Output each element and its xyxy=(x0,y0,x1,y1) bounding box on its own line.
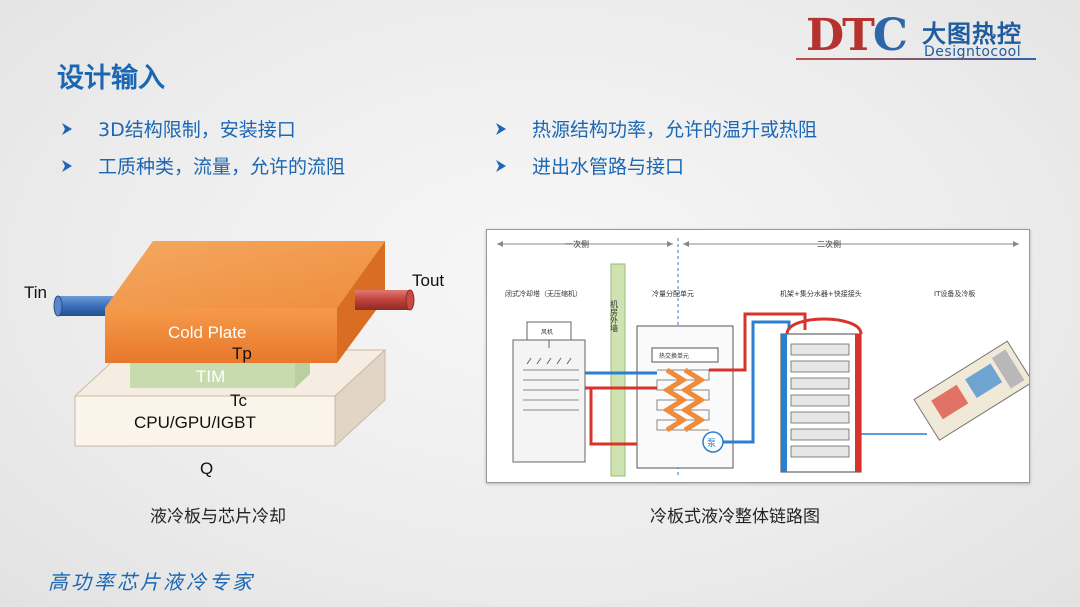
rack-return-arc xyxy=(785,317,863,335)
bullet-text: 工质种类，流量，允许的流阻 xyxy=(98,156,346,178)
logo-letter-t: T xyxy=(842,10,875,61)
arrow-bullet-icon xyxy=(496,122,506,135)
primary-side-label: 一次侧 xyxy=(565,239,589,249)
bullet-text: 进出水管路与接口 xyxy=(532,156,685,178)
company-logo: DTC 大图热控 Designtocool xyxy=(806,8,1046,66)
cdu-label: 冷量分配单元 xyxy=(652,289,694,298)
chip-front-face xyxy=(74,395,336,447)
arrow-bullet-icon xyxy=(62,159,72,172)
inlet-pipe-end xyxy=(53,295,63,317)
server-slot xyxy=(790,394,850,407)
bullet-text: 热源结构功率，允许的温升或热阻 xyxy=(532,119,818,141)
tim-front-face xyxy=(130,360,295,388)
outlet-pipe-end xyxy=(405,289,415,311)
primary-arrow-right-head xyxy=(667,241,673,247)
server-slot xyxy=(790,360,850,373)
it-equipment-label: IT设备及冷板 xyxy=(934,289,975,298)
tc-label: Tc xyxy=(230,391,248,410)
arrow-bullet-icon xyxy=(496,159,506,172)
server-slot xyxy=(790,343,850,356)
bullet-item: 工质种类，流量，允许的流阻 xyxy=(60,152,345,179)
logo-letters: DTC xyxy=(806,10,908,61)
heat-exchanger-label: 热交换单元 xyxy=(659,352,689,360)
secondary-arrow-right-head xyxy=(1013,241,1019,247)
bullet-item: 3D结构限制，安装接口 xyxy=(60,115,296,142)
slide-title: 设计输入 xyxy=(57,63,165,94)
cooling-tower-spray xyxy=(526,357,572,365)
footer-slogan: 高功率芯片液冷专家 xyxy=(48,570,255,594)
tim-label: TIM xyxy=(196,367,225,386)
room-wall-label: 机房外墙 xyxy=(610,299,619,333)
inlet-pipe xyxy=(58,296,113,316)
secondary-side-label: 二次侧 xyxy=(817,239,841,249)
server-slot xyxy=(790,411,850,424)
rack-right-manifold xyxy=(855,334,861,472)
logo-chinese-name: 大图热控 xyxy=(922,20,1022,48)
heat-exchanger-hot-2 xyxy=(680,367,706,433)
logo-english-name: Designtocool xyxy=(924,44,1022,60)
cold-plate-label: Cold Plate xyxy=(168,323,246,342)
rack-left-manifold xyxy=(781,334,787,472)
chip-label: CPU/GPU/IGBT xyxy=(134,413,256,432)
server-slot xyxy=(790,428,850,441)
cooling-tower-label: 闭式冷却塔（无压缩机） xyxy=(505,289,582,298)
room-wall xyxy=(610,263,626,477)
heat-exchanger-box xyxy=(651,347,719,363)
right-diagram-caption: 冷板式液冷整体链路图 xyxy=(650,507,820,527)
system-diagram-frame: 一次侧 二次侧 闭式冷却塔（无压缩机） 冷量分配单元 机架+集分水器+快接接头 … xyxy=(486,229,1034,483)
outlet-pipe xyxy=(355,290,410,310)
it-equipment-icon xyxy=(913,340,1034,441)
logo-letter-c: C xyxy=(872,10,908,61)
bullet-text: 3D结构限制，安装接口 xyxy=(98,119,296,141)
tin-label: Tin xyxy=(24,283,47,302)
secondary-cold-pipe xyxy=(723,320,791,444)
heat-exchanger-hot xyxy=(662,367,688,433)
logo-letter-d: D xyxy=(806,10,844,61)
cold-plate-top-face xyxy=(105,241,385,308)
logo-underline xyxy=(796,58,1036,60)
server-slot xyxy=(790,377,850,390)
q-label: Q xyxy=(200,459,213,478)
cooling-tower-coil xyxy=(523,369,579,411)
tp-label: Tp xyxy=(232,344,252,363)
bullet-item: 进出水管路与接口 xyxy=(494,152,684,179)
cold-plate-front-face xyxy=(105,308,337,363)
server-slot xyxy=(790,445,850,458)
pump-label: 泵 xyxy=(707,438,716,449)
arrow-bullet-icon xyxy=(62,122,72,135)
fan-label: 风机 xyxy=(541,328,553,336)
liquid-cooling-system-diagram: 一次侧 二次侧 闭式冷却塔（无压缩机） 冷量分配单元 机架+集分水器+快接接头 … xyxy=(497,238,1034,477)
secondary-hot-pipe xyxy=(709,312,807,372)
bullet-item: 热源结构功率，允许的温升或热阻 xyxy=(494,115,817,142)
cold-plate-diagram: Cold Plate TIM CPU/GPU/IGBT Tin Tout Tp … xyxy=(24,241,444,478)
rack-label: 机架+集分水器+快接接头 xyxy=(780,289,862,298)
secondary-arrow-left-head xyxy=(683,241,689,247)
tout-label: Tout xyxy=(412,271,444,290)
left-diagram-caption: 液冷板与芯片冷却 xyxy=(150,507,286,527)
cooling-tower xyxy=(512,339,586,463)
primary-arrow-left-head xyxy=(497,241,503,247)
